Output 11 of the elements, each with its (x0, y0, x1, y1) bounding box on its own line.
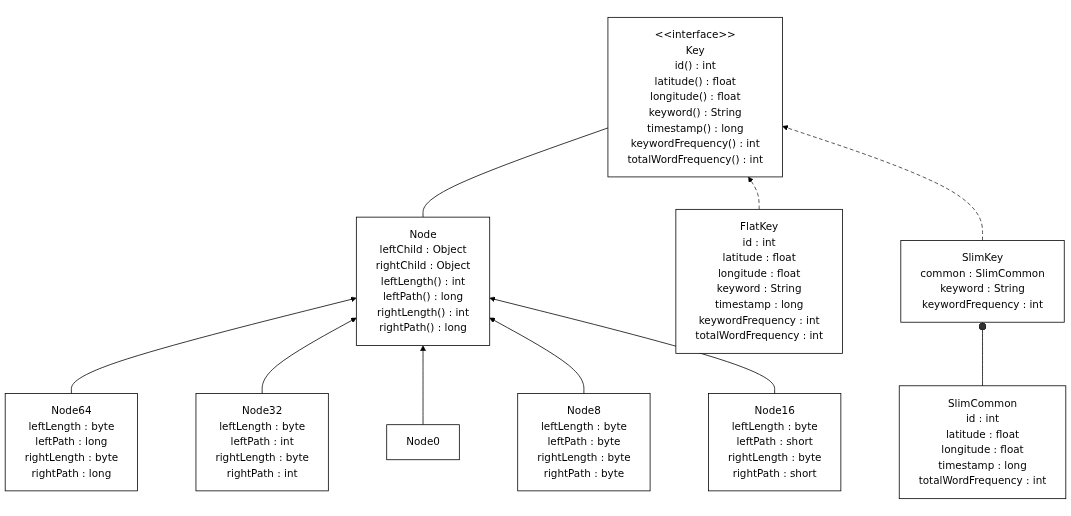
connector (422, 127, 609, 218)
node-box: Node8 leftLength : byte leftPath : byte rightLength : byte rightPath : byte (517, 393, 651, 492)
node-box: <<interface>> Key id() : int latitude() : float longitude() : float keyword() : String timestamp() : long keywordFrequency() : int totalWordFrequency() : int (607, 16, 783, 178)
node-box: Node32 leftLength : byte leftPath : int rightLength : byte rightPath : int (195, 393, 329, 492)
node-box: SlimKey common : SlimCommon keyword : String keywordFrequency : int (900, 240, 1065, 323)
node-box: Node leftChild : Object rightChild : Object leftLength() : int leftPath() : long rightLength() : int rightPath() : long (355, 216, 491, 346)
node-box: FlatKey id : int latitude : float longitude : float keyword : String timestamp : long keywordFrequency : int totalWordFrequency : int (675, 208, 843, 354)
node-box: SlimCommon id : int latitude : float longitude : float timestamp : long totalWordFrequency : int (898, 385, 1067, 500)
node-box: Node0 (386, 424, 460, 461)
node-box: Node16 leftLength : byte leftPath : short rightLength : byte rightPath : short (708, 393, 842, 492)
node-box: Node64 leftLength : byte leftPath : long rightLength : byte rightPath : long (4, 393, 138, 492)
